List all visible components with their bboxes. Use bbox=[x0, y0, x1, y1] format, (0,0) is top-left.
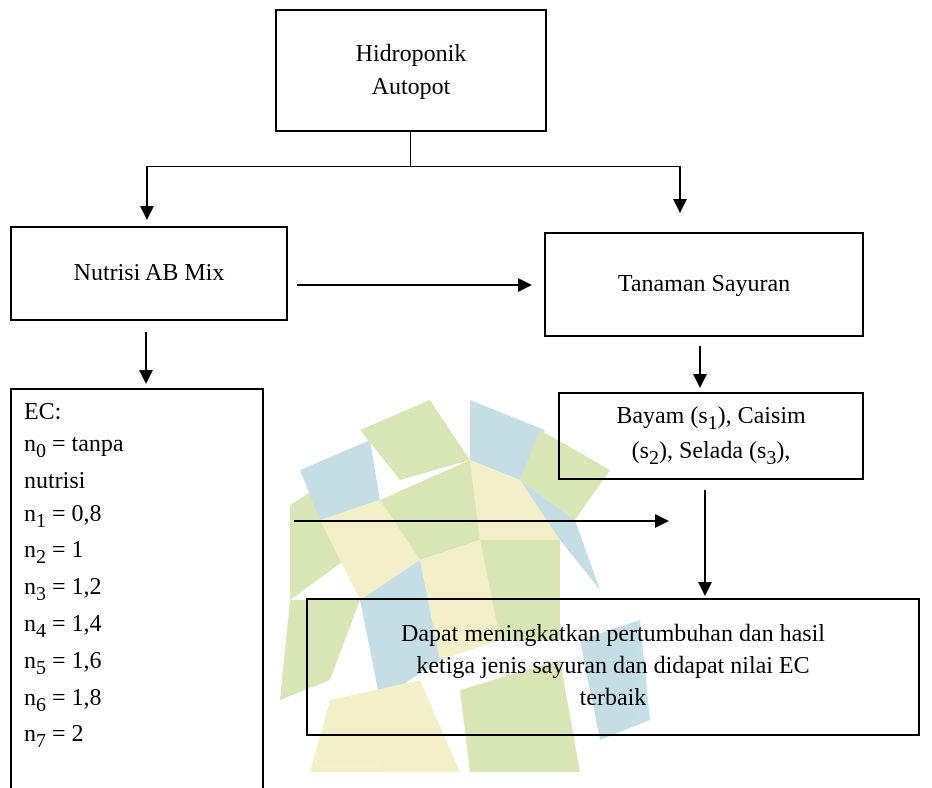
connector-horizontal-top bbox=[146, 166, 680, 167]
ec-sub-0: 0 bbox=[36, 440, 46, 463]
ec-item-n1: n1 = 0,8 bbox=[24, 500, 102, 532]
ec-item-n0-cont: nutrisi bbox=[24, 468, 86, 495]
species-caisim-open: (s bbox=[631, 438, 650, 464]
ec-item-n4: n4 = 1,4 bbox=[24, 610, 102, 642]
species-caisim: ), Caisim bbox=[717, 403, 806, 430]
ec-item-n5: n5 = 1,6 bbox=[24, 647, 102, 679]
result-box: Dapat meningkatkan pertumbuhan dan hasil… bbox=[306, 598, 920, 736]
ec-value-1: = 0,8 bbox=[52, 500, 102, 527]
result-line1: Dapat meningkatkan pertumbuhan dan hasil bbox=[401, 621, 825, 648]
species-caisim-sub: 2 bbox=[649, 446, 660, 469]
arrow-head-right-down bbox=[673, 199, 687, 213]
ec-title: EC: bbox=[24, 399, 62, 425]
species-selada-sub: 3 bbox=[766, 446, 777, 469]
ec-values-box: EC: n0 = tanpa nutrisi n1 = 0,8 n2 = 1 n… bbox=[10, 388, 264, 788]
ec-item-n0: n0 = tanpa bbox=[24, 431, 124, 463]
species-selada: ), Selada (s bbox=[659, 438, 767, 464]
arrow-head-left-down bbox=[140, 206, 154, 220]
ec-sub-5: 5 bbox=[36, 656, 46, 679]
connector-right-down bbox=[679, 166, 681, 200]
vegetables-box: Tanaman Sayuran bbox=[544, 232, 864, 337]
arrow-head-result bbox=[698, 582, 712, 596]
arrow-head-right-1 bbox=[518, 278, 532, 292]
arrow-nutrient-to-ec bbox=[145, 332, 147, 372]
arrow-head-ec bbox=[139, 370, 153, 384]
ec-value-0: = tanpa bbox=[52, 431, 124, 458]
ec-sub-4: 4 bbox=[36, 619, 46, 642]
ec-sub-6: 6 bbox=[36, 693, 46, 716]
species-end: ), bbox=[776, 438, 791, 464]
ec-value-2: = 1 bbox=[52, 537, 84, 564]
ec-list: EC: n0 = tanpa nutrisi n1 = 0,8 n2 = 1 n… bbox=[12, 390, 262, 755]
ec-item-n7: n7 = 2 bbox=[24, 721, 84, 753]
arrow-head-right-2 bbox=[655, 514, 669, 528]
ec-sub-1: 1 bbox=[36, 509, 46, 532]
hydroponic-autopot-box: Hidroponik Autopot bbox=[275, 9, 547, 132]
ec-value-4: = 1,4 bbox=[52, 610, 102, 637]
arrow-head-species bbox=[693, 374, 707, 388]
ec-value-7: = 2 bbox=[52, 721, 84, 748]
result-line2: ketiga jenis sayuran dan didapat nilai E… bbox=[416, 653, 810, 680]
species-line1: Bayam (s1), Caisim bbox=[616, 401, 805, 436]
ec-item-n3: n3 = 1,2 bbox=[24, 574, 102, 605]
ec-item-n2: n2 = 1 bbox=[24, 537, 84, 569]
species-bayam: Bayam (s bbox=[616, 403, 708, 430]
vegetables-label: Tanaman Sayuran bbox=[617, 271, 791, 298]
connector-vertical-top bbox=[410, 132, 411, 167]
connector-left-down bbox=[146, 166, 148, 208]
nutrient-ab-mix-box: Nutrisi AB Mix bbox=[10, 226, 288, 321]
ec-value-5: = 1,6 bbox=[52, 647, 102, 674]
hydroponic-label-line2: Autopot bbox=[371, 73, 451, 100]
ec-value-6: = 1,8 bbox=[52, 684, 102, 711]
species-bayam-sub: 1 bbox=[707, 412, 718, 434]
ec-item-n6: n6 = 1,8 bbox=[24, 684, 102, 716]
species-line2: (s2), Selada (s3), bbox=[632, 436, 791, 471]
nutrient-label: Nutrisi AB Mix bbox=[73, 260, 225, 287]
ec-value-3: = 1,2 bbox=[52, 574, 102, 601]
result-line3: terbaik bbox=[579, 684, 647, 711]
ec-sub-7: 7 bbox=[36, 730, 46, 753]
arrow-ec-to-result bbox=[294, 520, 656, 522]
hydroponic-label-line1: Hidroponik bbox=[355, 41, 467, 68]
arrow-nutrient-to-vegetables bbox=[297, 284, 519, 286]
arrow-species-to-result bbox=[704, 490, 706, 584]
arrow-vegetables-to-species bbox=[699, 346, 701, 376]
ec-sub-2: 2 bbox=[36, 546, 46, 569]
ec-sub-3: 3 bbox=[36, 582, 46, 605]
species-box: Bayam (s1), Caisim (s2), Selada (s3), bbox=[558, 392, 864, 480]
